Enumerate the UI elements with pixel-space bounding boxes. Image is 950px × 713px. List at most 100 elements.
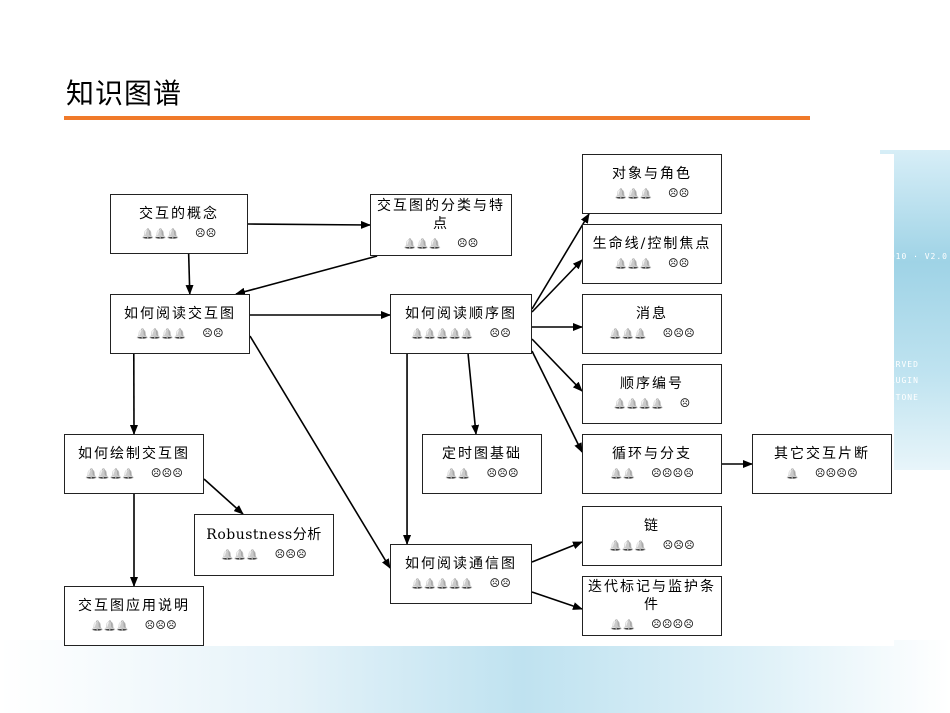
difficulty-rating: 🔔🔔 ☹☹☹☹ xyxy=(610,616,694,634)
bell-icon: 🔔🔔🔔🔔 xyxy=(613,399,664,410)
difficulty-rating: 🔔 ☹☹☹☹ xyxy=(786,465,857,483)
concept-node-n16: 链 🔔🔔🔔 ☹☹☹ xyxy=(582,506,722,566)
concept-node-n4: 如何阅读顺序图 🔔🔔🔔🔔🔔 ☹☹ xyxy=(390,294,532,354)
difficulty-rating: 🔔🔔🔔 ☹☹ xyxy=(615,185,690,203)
sad-face-icon: ☹☹☹☹ xyxy=(650,466,694,480)
bell-icon: 🔔🔔🔔 xyxy=(91,621,129,632)
concept-label: 如何阅读顺序图 xyxy=(405,306,517,322)
bell-icon: 🔔🔔🔔 xyxy=(614,259,652,270)
difficulty-rating: 🔔🔔🔔🔔🔔 ☹☹ xyxy=(411,325,511,343)
difficulty-rating: 🔔🔔🔔🔔 ☹☹☹ xyxy=(85,465,183,483)
edge-n2-to-n3 xyxy=(235,255,378,296)
bell-icon: 🔔🔔🔔 xyxy=(141,229,179,240)
sad-face-icon: ☹ xyxy=(679,396,691,410)
bell-icon: 🔔🔔🔔 xyxy=(403,239,441,250)
edge-n1-to-n3 xyxy=(185,253,194,295)
difficulty-rating: 🔔🔔🔔🔔🔔 ☹☹ xyxy=(411,575,511,593)
concept-node-n1: 交互的概念 🔔🔔🔔 ☹☹ xyxy=(110,194,248,254)
bell-icon: 🔔🔔🔔 xyxy=(221,550,259,561)
concept-label: 交互的概念 xyxy=(139,206,219,222)
concept-node-n9: 循环与分支 🔔🔔 ☹☹☹☹ xyxy=(582,434,722,494)
decor-text: SERVED xyxy=(884,360,919,369)
concept-label: 循环与分支 xyxy=(612,446,692,462)
concept-node-n5: 对象与角色 🔔🔔🔔 ☹☹ xyxy=(582,154,722,214)
concept-label: 交互图应用说明 xyxy=(78,598,190,614)
bell-icon: 🔔🔔🔔🔔🔔 xyxy=(411,329,474,340)
sad-face-icon: ☹☹ xyxy=(456,236,479,250)
diagram-connectors xyxy=(129,213,753,610)
concept-label: 如何阅读交互图 xyxy=(124,306,236,322)
sad-face-icon: ☹☹☹☹ xyxy=(650,617,694,631)
concept-label: 交互图的分类与特点 xyxy=(377,198,505,232)
knowledge-map-diagram: 交互的概念🔔🔔🔔☹☹交互图的分类与特点🔔🔔🔔☹☹如何阅读交互图🔔🔔🔔🔔☹☹如何阅… xyxy=(64,154,894,646)
bell-icon: 🔔🔔🔔🔔 xyxy=(136,329,187,340)
concept-label: Robustness分析 xyxy=(206,527,322,543)
concept-node-n13: Robustness分析 🔔🔔🔔 ☹☹☹ xyxy=(194,514,334,576)
edge-n4-to-n6 xyxy=(531,259,583,313)
concept-label: 对象与角色 xyxy=(612,166,692,182)
title-underline xyxy=(64,116,810,120)
concept-node-n2: 交互图的分类与特点 🔔🔔🔔 ☹☹ xyxy=(370,194,512,256)
sad-face-icon: ☹☹☹ xyxy=(486,466,519,480)
sad-face-icon: ☹☹ xyxy=(489,326,511,340)
bell-icon: 🔔🔔🔔🔔 xyxy=(84,469,135,480)
concept-label: 顺序编号 xyxy=(620,376,684,392)
edge-n4-to-n11 xyxy=(467,353,480,435)
difficulty-rating: 🔔🔔🔔 ☹☹☹ xyxy=(91,617,177,635)
decor-text: PLUGIN xyxy=(884,376,919,385)
concept-label: 如何阅读通信图 xyxy=(405,556,517,572)
edge-n12-to-n13 xyxy=(203,478,244,515)
difficulty-rating: 🔔🔔 ☹☹☹ xyxy=(445,465,518,483)
edge-n15-to-n16 xyxy=(531,541,583,563)
sad-face-icon: ☹☹☹ xyxy=(144,618,177,632)
concept-node-n3: 如何阅读交互图 🔔🔔🔔🔔☹☹ xyxy=(110,294,250,354)
concept-label: 迭代标记与监护条件 xyxy=(588,579,716,613)
concept-label: 生命线/控制焦点 xyxy=(592,236,712,252)
sad-face-icon: ☹☹ xyxy=(489,576,511,590)
difficulty-rating: 🔔🔔🔔🔔 ☹ xyxy=(614,395,691,413)
concept-label: 其它交互片断 xyxy=(774,446,870,462)
edge-n4-to-n5 xyxy=(531,213,590,310)
edge-n4-to-n8 xyxy=(531,338,583,392)
concept-label: 链 xyxy=(644,518,660,534)
bell-icon: 🔔🔔🔔🔔🔔 xyxy=(411,579,474,590)
bell-icon: 🔔🔔🔔 xyxy=(609,541,647,552)
sad-face-icon: ☹☹ xyxy=(667,256,690,270)
concept-node-n12: 如何绘制交互图🔔🔔🔔🔔☹☹☹ xyxy=(64,434,204,494)
bell-icon: 🔔🔔🔔 xyxy=(609,329,647,340)
difficulty-rating: 🔔🔔🔔 ☹☹☹ xyxy=(609,537,695,555)
difficulty-rating: 🔔🔔 ☹☹☹☹ xyxy=(610,465,694,483)
bell-icon: 🔔🔔 xyxy=(610,469,635,480)
difficulty-rating: 🔔🔔🔔 ☹☹☹ xyxy=(609,325,695,343)
difficulty-rating: 🔔🔔🔔 ☹☹☹ xyxy=(221,546,307,564)
difficulty-rating: 🔔🔔🔔 ☹☹ xyxy=(615,255,690,273)
bell-icon: 🔔 xyxy=(786,469,799,480)
edge-n1-to-n2 xyxy=(247,220,371,229)
edge-n4-to-n9 xyxy=(531,350,583,453)
concept-node-n15: 如何阅读通信图 🔔🔔🔔🔔🔔 ☹☹ xyxy=(390,544,532,604)
sad-face-icon: ☹☹☹ xyxy=(662,326,695,340)
concept-label: 定时图基础 xyxy=(442,446,522,462)
sad-face-icon: ☹☹☹ xyxy=(150,466,184,480)
sad-face-icon: ☹☹☹☹ xyxy=(814,466,858,480)
sad-face-icon: ☹☹☹ xyxy=(662,538,695,552)
sad-face-icon: ☹☹ xyxy=(194,226,217,240)
difficulty-rating: 🔔🔔🔔🔔☹☹ xyxy=(136,325,223,343)
difficulty-rating: 🔔🔔🔔 ☹☹ xyxy=(404,235,479,253)
concept-node-n10: 其它交互片断 🔔 ☹☹☹☹ xyxy=(752,434,892,494)
concept-label: 消息 xyxy=(636,306,668,322)
edge-n3-to-n15 xyxy=(249,335,391,569)
decor-text: VSTONE xyxy=(884,393,919,402)
concept-node-n8: 顺序编号 🔔🔔🔔🔔 ☹ xyxy=(582,364,722,424)
concept-node-n6: 生命线/控制焦点 🔔🔔🔔 ☹☹ xyxy=(582,224,722,284)
bell-icon: 🔔🔔 xyxy=(445,469,471,480)
decorative-bottom-band xyxy=(0,640,950,713)
bell-icon: 🔔🔔🔔 xyxy=(614,189,652,200)
sad-face-icon: ☹☹ xyxy=(667,186,690,200)
sad-face-icon: ☹☹☹ xyxy=(274,547,307,561)
concept-node-n14: 交互图应用说明 🔔🔔🔔 ☹☹☹ xyxy=(64,586,204,646)
page-title: 知识图谱 xyxy=(66,77,183,110)
concept-node-n11: 定时图基础 🔔🔔 ☹☹☹ xyxy=(422,434,542,494)
decor-text: 2010 · V2.0 xyxy=(884,252,948,261)
bell-icon: 🔔🔔 xyxy=(610,620,635,631)
